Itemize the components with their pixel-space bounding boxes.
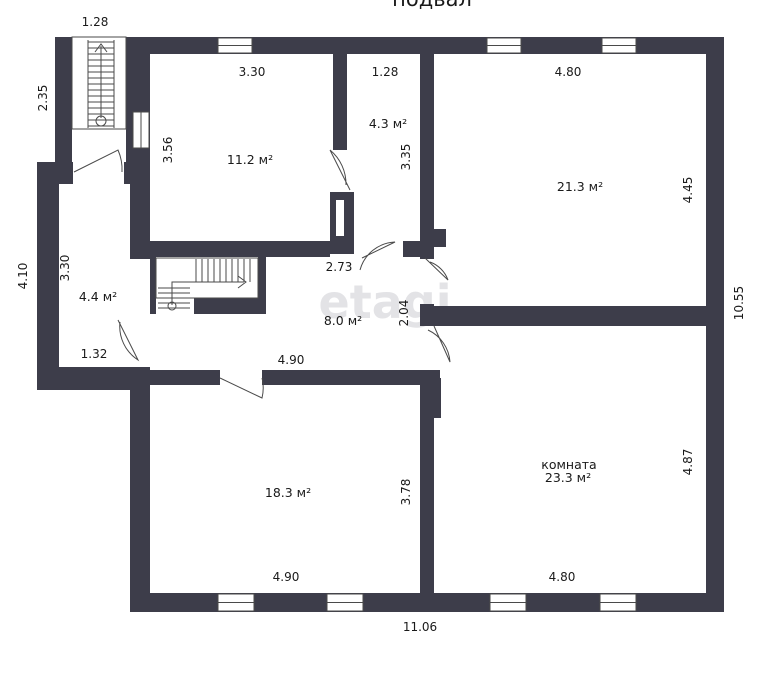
wall-stairbox-bottom [194,298,258,314]
room5-dim-side: 3.78 [399,479,413,506]
doors [73,149,451,399]
room6-dim-bottom: 4.80 [549,570,576,584]
door-stair-annex [73,149,123,173]
wall-stairbox-left [150,257,156,314]
annex-height: 4.10 [16,263,30,290]
door-hall-room5 [219,377,264,399]
room6-name: комната [541,457,596,472]
wall-left-lower [130,370,150,612]
window-top-1 [217,37,253,54]
room4-area: 4.4 м² [79,289,117,304]
walls [37,37,724,612]
wall-annex-top-right [124,162,150,184]
wall-hall-bottom-right [262,370,440,385]
window-bottom-4 [599,593,637,612]
window-stair [132,111,150,149]
wall-annex-bottom [37,367,150,390]
room6-dim-side: 4.87 [681,449,695,476]
labels: 1.28 2.35 3.30 3.56 11.2 м² 1.28 4.3 м² … [16,15,746,634]
window-bottom-2 [326,593,364,612]
room1-dim-side: 3.56 [161,137,175,164]
hall-dim-bottom: 4.90 [278,353,305,367]
wall-room1-room2 [333,54,347,150]
wall-room3-room6 [420,306,706,326]
window-top-2 [486,37,522,54]
room6-area: 23.3 м² [545,470,591,485]
wall-room1-bottom [150,241,330,257]
wall-bottom [130,593,724,612]
door-hall-room3 [424,257,449,281]
stair-length: 2.35 [36,85,50,112]
wall-annex-left [37,162,59,390]
stair-width: 1.28 [82,15,109,29]
room3-dim-side: 4.45 [681,177,695,204]
window-bottom-3 [489,593,527,612]
door-hall-room6 [427,325,451,363]
room5-dim-bottom: 4.90 [273,570,300,584]
room4-dim-side: 3.30 [58,255,72,282]
room1-dim-top: 3.30 [239,65,266,79]
wall-room3-column [432,229,446,247]
stair-inner [155,257,259,311]
room3-area: 21.3 м² [557,179,603,194]
plan-title: подвал [392,0,472,11]
door-hall-room2 [359,241,396,271]
window-bottom-1 [217,593,255,612]
overall-width: 11.06 [403,620,437,634]
wall-room2-room3 [420,54,434,259]
room2-dim-top: 1.28 [372,65,399,79]
wall-room5-room6 [420,376,434,601]
wall-top [130,37,724,54]
wall-hall-bottom-left [150,370,220,385]
wall-stair-left [55,37,72,177]
hall-dim-top: 2.73 [326,260,353,274]
wall-room6-column [432,378,441,418]
room3-dim-top: 4.80 [555,65,582,79]
wall-right [706,37,724,612]
door-hall-annex [117,319,140,362]
stair-outer [71,36,127,130]
room2-dim-side: 3.35 [399,144,413,171]
room2-area: 4.3 м² [369,116,407,131]
windows [132,37,637,612]
wall-stairbox-right [258,257,266,314]
wall-stair-right [126,37,136,162]
overall-height: 10.55 [732,286,746,320]
window-top-3 [601,37,637,54]
door-room2 [329,149,351,191]
room1-area: 11.2 м² [227,152,273,167]
room4-dim-bottom: 1.32 [81,347,108,361]
hall-dim-side: 2.04 [397,300,411,327]
hall-area: 8.0 м² [324,313,362,328]
chimney-flue [336,200,344,236]
room5-area: 18.3 м² [265,485,311,500]
